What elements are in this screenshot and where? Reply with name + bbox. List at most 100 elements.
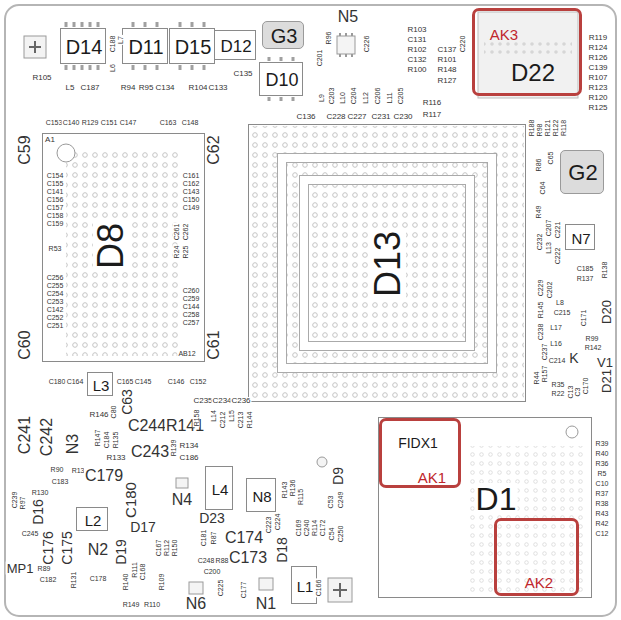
part-label: G3	[270, 26, 299, 46]
ref-designator: R122	[552, 119, 559, 138]
ref-designator: C206	[374, 87, 381, 106]
part-label: L4	[211, 482, 230, 497]
ref-designator: R44	[533, 371, 540, 386]
ref-designator: C184	[103, 431, 110, 450]
callout-label: AK1	[417, 470, 447, 485]
ref-designator: C252	[46, 314, 65, 321]
small-part-symbols	[176, 457, 327, 594]
part-label: D15	[174, 37, 213, 57]
part-label: D14	[65, 37, 104, 57]
ref-designator: C65	[547, 151, 554, 166]
ref-designator: C166	[315, 579, 322, 598]
ref-designator: C183	[51, 478, 70, 485]
ref-designator: C215	[553, 309, 572, 316]
ref-designator: L12	[362, 91, 369, 105]
ref-designator: R22	[551, 390, 566, 397]
ref-designator: C201	[316, 49, 323, 68]
d13-bga	[250, 126, 524, 400]
ref-designator: R140	[122, 573, 129, 592]
ref-designator: R43	[595, 510, 610, 517]
ref-designator: C248	[197, 557, 216, 564]
ref-designator: C240	[303, 519, 310, 538]
ref-designator: C154	[46, 172, 65, 179]
ref-designator: C172	[319, 519, 326, 538]
ref-designator: R119	[588, 34, 609, 42]
ref-designator: C132	[406, 56, 427, 64]
ref-designator: C261	[173, 223, 180, 242]
ref-designator: R129	[81, 119, 100, 126]
ref-designator: R99	[585, 335, 600, 342]
ref-designator: R188	[528, 119, 535, 138]
ref-designator: R120	[587, 94, 608, 102]
part-label: D8	[93, 222, 129, 270]
ref-designator: R35	[551, 381, 566, 388]
ref-designator: MP1	[6, 562, 35, 575]
ref-designator: R117	[422, 111, 443, 119]
ref-designator: R105	[31, 74, 52, 82]
ref-designator: R111	[131, 561, 138, 579]
ref-designator: R131	[70, 571, 77, 590]
ref-designator: C228	[325, 113, 346, 121]
ref-designator: C80	[110, 405, 117, 420]
ref-designator: C177	[240, 581, 247, 600]
ref-designator: C141	[46, 188, 65, 195]
ref-designator: R146	[88, 411, 109, 419]
ref-designator: C205	[397, 87, 404, 106]
ref-designator: C251	[46, 322, 65, 329]
board-outline	[5, 5, 616, 616]
ref-designator: C213	[237, 411, 244, 430]
ref-designator: R126	[587, 54, 608, 62]
component-outline: L1	[291, 566, 318, 604]
ref-designator: R136	[289, 479, 296, 498]
ref-designator: C244	[127, 418, 167, 434]
ref-designator: C153	[45, 119, 64, 126]
ref-designator: R104	[187, 84, 208, 92]
ref-designator: L5	[65, 84, 76, 92]
ref-designator: C249	[337, 491, 344, 510]
ref-designator: N1	[255, 596, 277, 612]
ref-designator: R142	[584, 344, 603, 351]
ref-designator: C185	[576, 265, 595, 272]
ref-designator: C13	[567, 385, 574, 400]
highlight-box: FIDX1AK1	[379, 418, 461, 488]
ref-designator: V1	[596, 356, 614, 369]
part-label: D10	[264, 71, 299, 89]
ref-designator: R147	[94, 429, 101, 448]
ref-designator: R143	[281, 481, 288, 500]
ref-designator: R87	[210, 531, 217, 546]
part-label: N7	[570, 231, 591, 246]
ref-designator: R127	[436, 77, 457, 85]
ref-designator: R114	[311, 519, 318, 537]
ref-designator: R90	[50, 466, 65, 473]
ref-designator: C133	[207, 84, 228, 92]
ref-designator: R86	[535, 158, 542, 173]
ref-designator: C150	[182, 196, 201, 203]
ref-designator: R145	[537, 301, 544, 320]
ref-designator: C134	[154, 84, 175, 92]
part-label: D1	[475, 483, 518, 515]
ref-designator: C168	[139, 563, 146, 582]
d22-chip	[478, 12, 578, 98]
ref-designator: C54	[328, 527, 335, 542]
ref-designator: C3	[574, 387, 581, 398]
ref-designator: R130	[31, 489, 50, 496]
ref-designator: C188	[109, 35, 116, 54]
ref-designator: D23	[198, 511, 226, 525]
component-outline: D12	[214, 30, 255, 60]
ref-designator: R96	[325, 31, 332, 46]
ref-designator: C239	[11, 491, 18, 510]
ref-designator: N4	[171, 492, 193, 508]
ref-designator: L7	[117, 35, 124, 45]
component-outline: D22	[481, 17, 579, 95]
ref-designator: L17	[549, 324, 563, 331]
ref-designator: C62	[206, 134, 222, 165]
ref-designator: R107	[587, 74, 608, 82]
plus-marker	[328, 578, 352, 602]
ref-designator: C155	[46, 180, 65, 187]
ref-designator: R100	[406, 66, 427, 74]
ref-designator: C137	[436, 46, 457, 54]
highlight-box: AK2	[494, 518, 579, 596]
part-label: D11	[127, 37, 164, 57]
ref-designator: R101	[436, 56, 457, 64]
ref-designator: C148	[181, 119, 200, 126]
